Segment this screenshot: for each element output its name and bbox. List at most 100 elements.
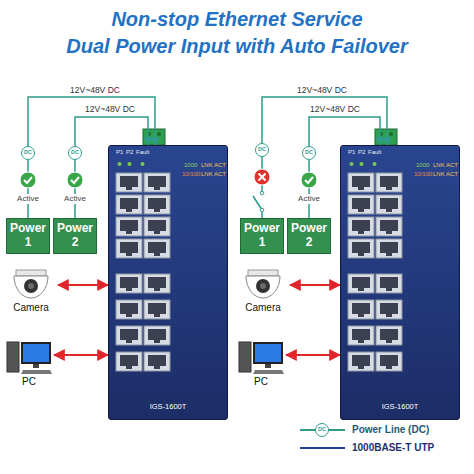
port-frame (144, 326, 170, 345)
status-led (118, 162, 122, 166)
port-opening (148, 355, 166, 366)
port-notch (358, 209, 364, 212)
terminal-block (375, 129, 397, 145)
port-opening (120, 277, 138, 288)
port-notch (358, 231, 364, 234)
port-notch (154, 288, 160, 291)
port-opening (352, 277, 370, 288)
pc-keyboard (253, 370, 284, 374)
title: Non-stop Ethernet Service (111, 8, 362, 31)
port-frame (376, 217, 402, 236)
port-opening (148, 303, 166, 314)
port-opening (380, 176, 398, 187)
rj45-port (376, 173, 402, 192)
voltage-label: 12V~48V DC (70, 85, 120, 95)
indicator-label: ACT (446, 162, 458, 169)
port-opening (352, 303, 370, 314)
port-frame (144, 217, 170, 236)
port-frame (144, 239, 170, 258)
port-frame (348, 173, 374, 192)
status-label: Active (63, 194, 87, 204)
port-notch (358, 314, 364, 317)
voltage-label: 12V~48V DC (297, 85, 347, 95)
terminal-block (143, 129, 165, 145)
port-opening (148, 277, 166, 288)
port-frame (144, 173, 170, 192)
port-frame (116, 326, 142, 345)
terminal-screw (389, 132, 393, 136)
indicator-label: Fault (136, 149, 149, 156)
indicator-label: ACT (214, 171, 226, 178)
camera-mount (16, 270, 46, 276)
port-opening (352, 198, 370, 209)
pc-tower (7, 342, 19, 372)
port-panel (341, 146, 459, 419)
indicator-label: 1000 (184, 162, 197, 169)
rj45-port (376, 326, 402, 345)
ethernet-switch: IGS-1600T (108, 145, 228, 420)
rj45-port (144, 352, 170, 371)
port-notch (154, 231, 160, 234)
pc-screen (23, 344, 49, 362)
indicator-label: 10/100 (182, 171, 200, 178)
port-frame (376, 195, 402, 214)
check-mark (305, 177, 313, 183)
port-frame (348, 239, 374, 258)
switch-contact (260, 208, 264, 212)
rj45-port (348, 352, 374, 371)
camera-icon (4, 268, 58, 302)
port-frame (376, 239, 402, 258)
port-frame (376, 173, 402, 192)
port-frame (376, 326, 402, 345)
rj45-port (376, 352, 402, 371)
rj45-port (116, 195, 142, 214)
check-mark (71, 177, 79, 183)
cross-mark (259, 174, 266, 181)
ethernet-switch: IGS-1600T (340, 145, 460, 420)
camera-lens (256, 279, 270, 293)
port-notch (154, 253, 160, 256)
status-led (360, 162, 364, 166)
rj45-port (144, 173, 170, 192)
port-opening (380, 198, 398, 209)
rj45-port (348, 300, 374, 319)
camera-dome (14, 276, 48, 298)
ethernet-link (290, 284, 340, 286)
indicator-label: LNK (433, 162, 445, 169)
port-frame (116, 352, 142, 371)
port-notch (358, 253, 364, 256)
port-notch (386, 340, 392, 343)
port-frame (116, 300, 142, 319)
legend-line-sample (300, 447, 345, 449)
port-frame (376, 300, 402, 319)
port-opening (380, 220, 398, 231)
status-led (128, 162, 132, 166)
rj45-port (376, 217, 402, 236)
port-frame (348, 217, 374, 236)
voltage-label: 12V~48V DC (310, 104, 360, 114)
indicator-label: 10/100 (414, 171, 432, 178)
rj45-port (116, 352, 142, 371)
port-frame (116, 195, 142, 214)
port-notch (126, 187, 132, 190)
ethernet-link (58, 284, 108, 286)
pc-screen (255, 344, 281, 362)
power-label: Power 1 (244, 222, 280, 250)
indicator-label: LNK (201, 171, 213, 178)
port-notch (154, 187, 160, 190)
indicator-label: P2 (126, 149, 133, 156)
port-notch (154, 366, 160, 369)
port-panel (109, 146, 227, 419)
camera-lens (28, 283, 34, 289)
cross-circle (254, 169, 270, 185)
port-opening (120, 303, 138, 314)
port-opening (148, 198, 166, 209)
port-opening (380, 242, 398, 253)
port-opening (352, 242, 370, 253)
port-frame (144, 352, 170, 371)
rj45-port (348, 173, 374, 192)
rj45-port (116, 217, 142, 236)
port-frame (348, 300, 374, 319)
camera-icon (236, 268, 290, 302)
port-frame (116, 173, 142, 192)
